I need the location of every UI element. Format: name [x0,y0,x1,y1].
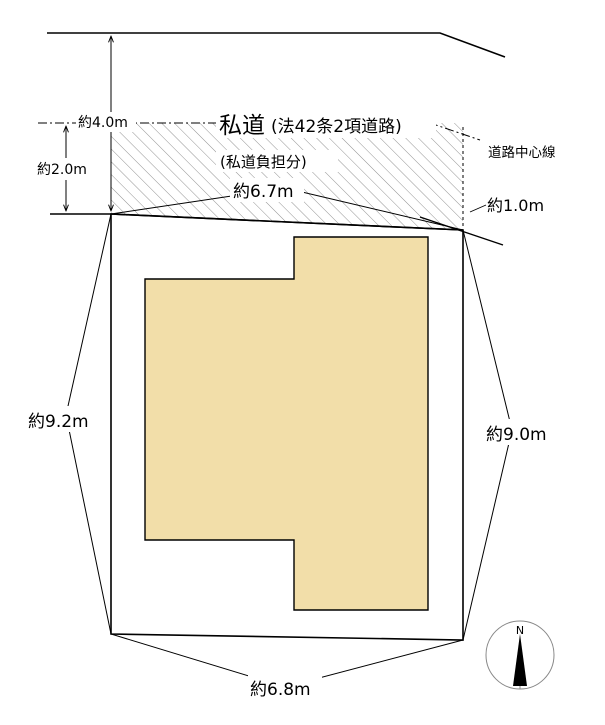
road-width-label: 約4.0m [78,115,128,131]
setback-area [111,123,463,230]
road-title-bg [216,108,436,138]
right-side-label-bg [484,419,558,445]
right-side-label: 約9.0m [486,425,547,445]
corner-offset-leader [469,204,487,213]
center-line-label: 道路中心線 [488,145,556,161]
road-far-edge [47,32,506,58]
frontage-label-bg [230,178,304,202]
left-side-label-bg [26,406,100,432]
compass-north-label: N [516,624,524,637]
north-compass: N [485,620,555,690]
rear-label: 約6.8m [250,680,311,700]
building-footprint [144,236,429,611]
road-near-edge-extension [419,216,504,246]
setback-label-bg [35,158,99,180]
setback-depth-label: 約2.0m [37,162,87,178]
rear-label-bg [248,674,322,700]
burden-label: (私道負担分) [220,153,307,171]
road-width-label-bg [76,112,136,132]
road-title-main: 私道 [219,113,265,139]
frontage-label: 約6.7m [233,182,294,202]
left-side-label: 約9.2m [28,412,89,432]
corner-offset-label: 約1.0m [487,196,544,215]
road-title-sub: (法42条2項道路) [271,117,402,137]
burden-label-bg [216,150,338,172]
north-arrow-icon [513,634,527,686]
